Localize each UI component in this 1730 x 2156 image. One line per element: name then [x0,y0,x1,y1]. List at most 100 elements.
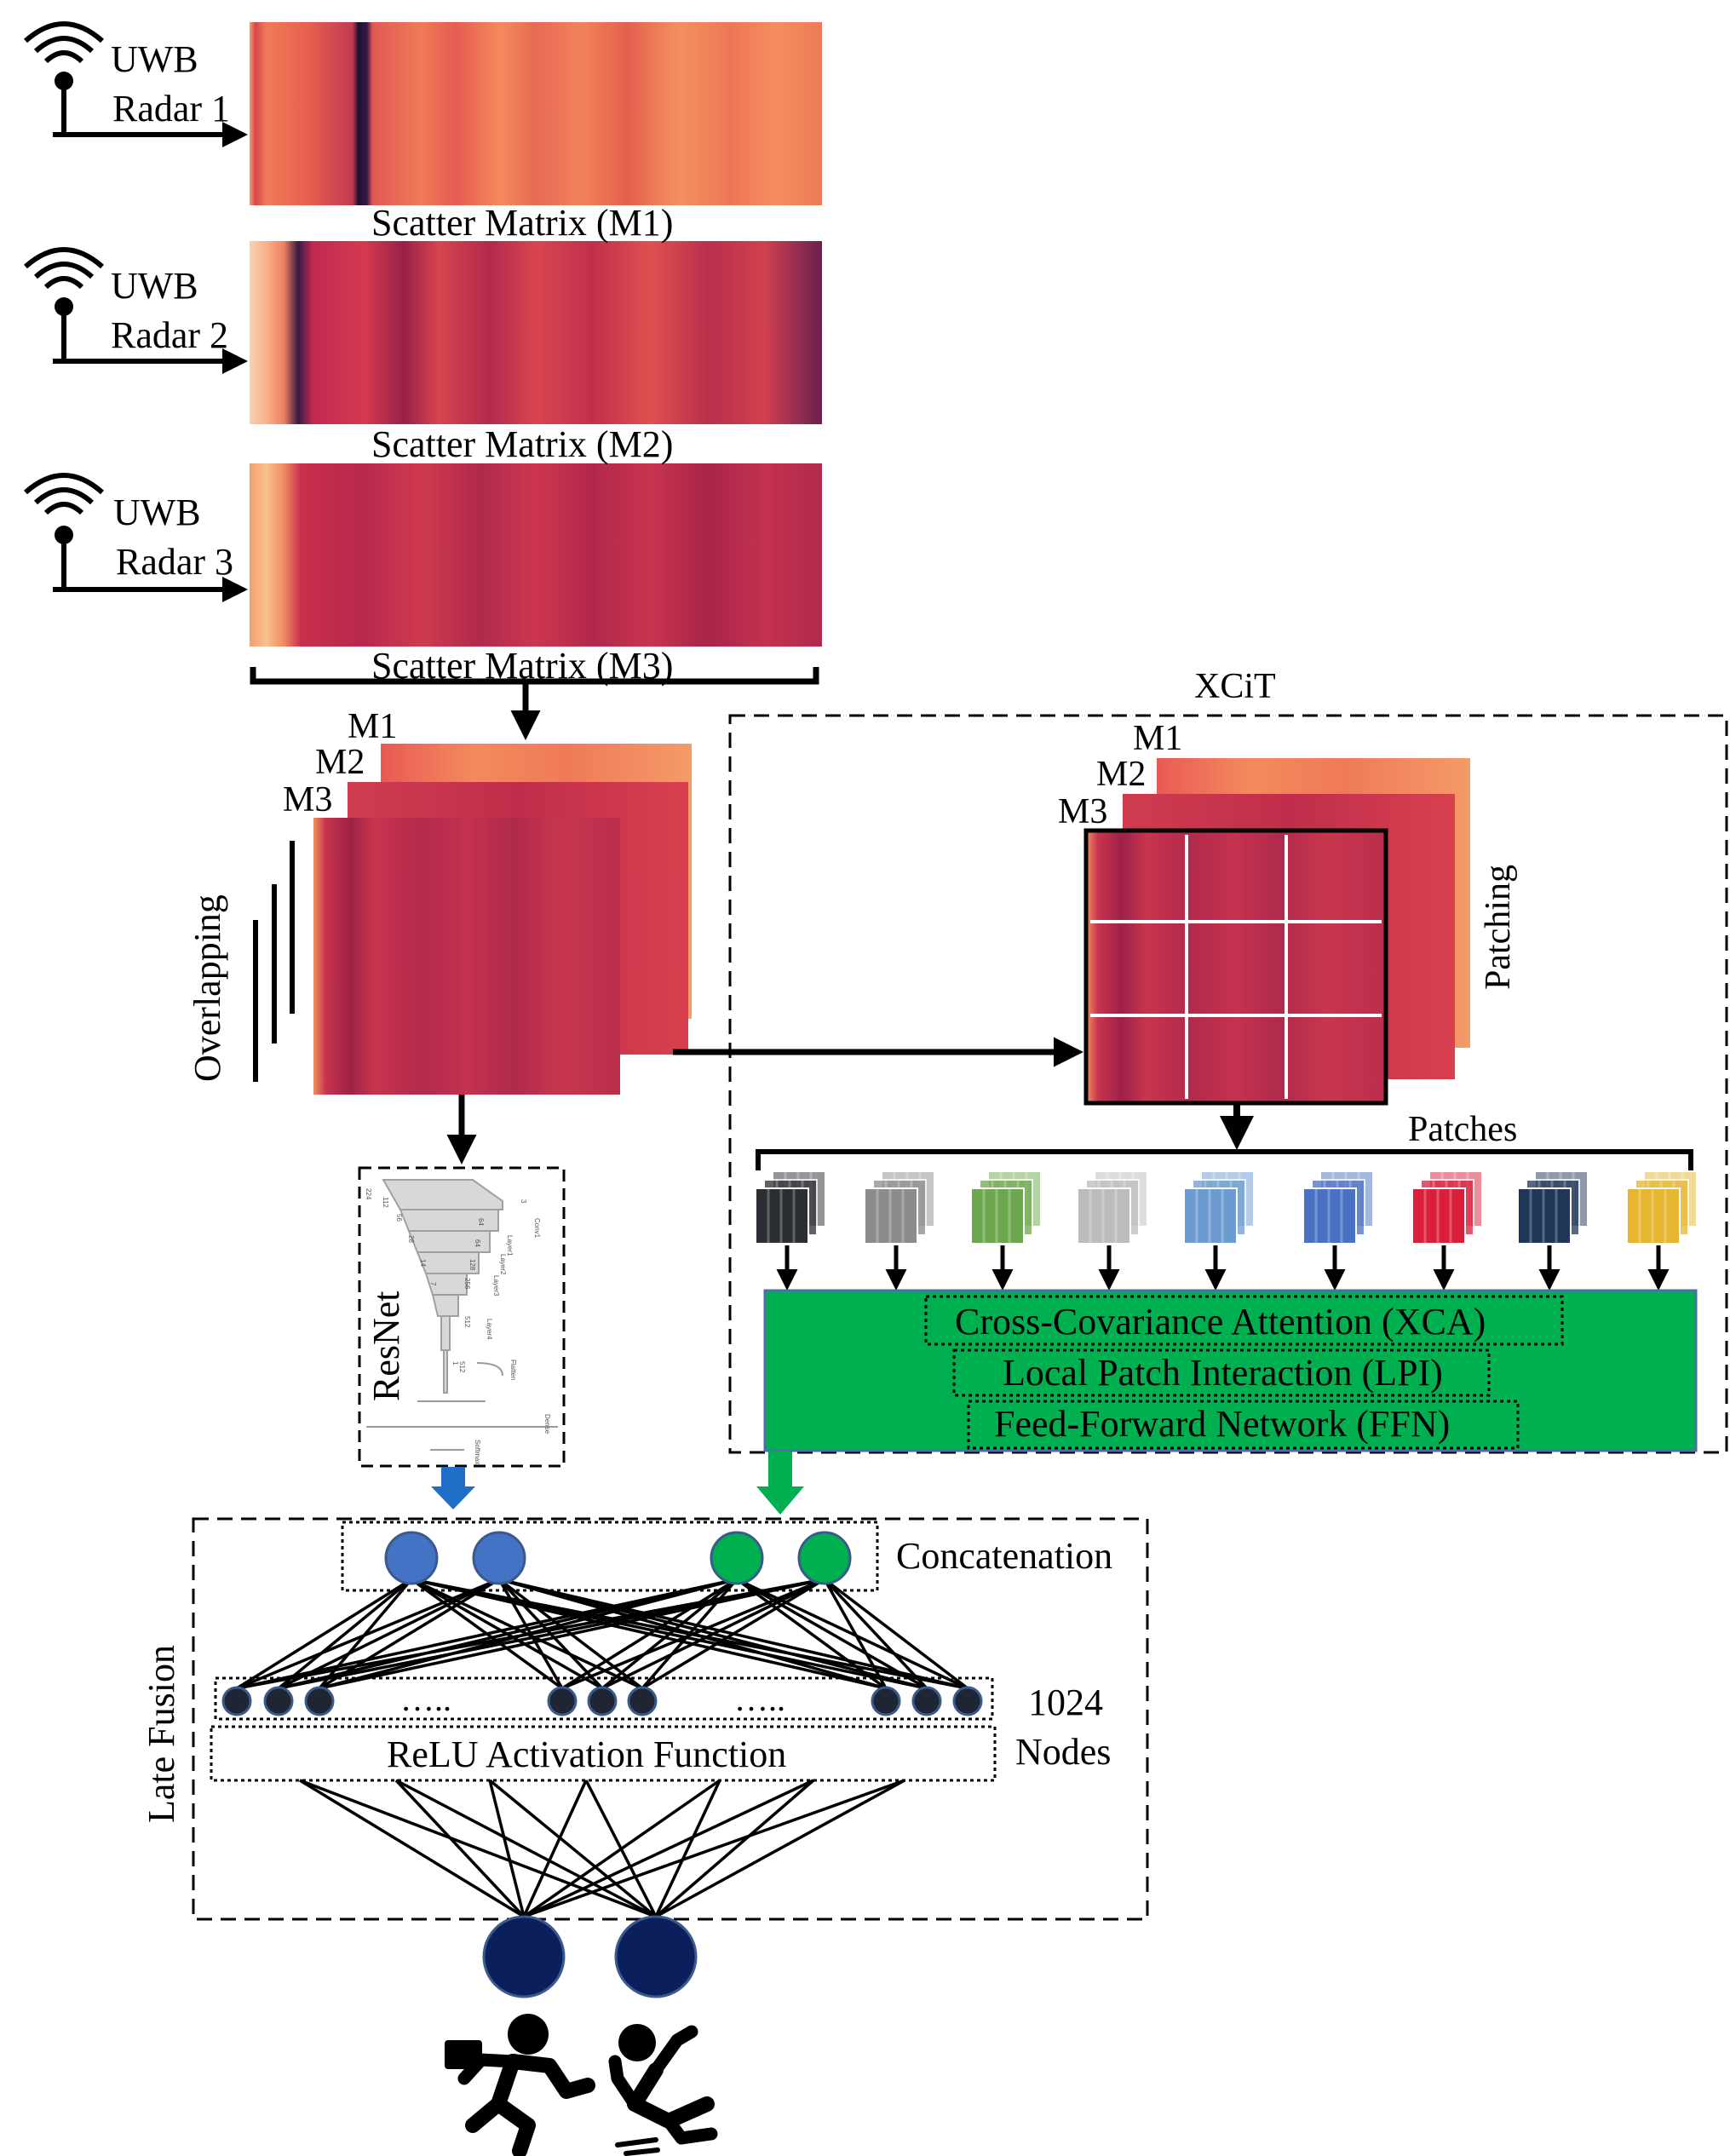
scatter-matrix-m3 [250,463,822,647]
patching-label: Patching [1479,865,1518,990]
scatter-matrix-m3-label: Scatter Matrix (M3) [371,645,674,687]
overlapped-stack [313,744,692,1095]
output-node [482,1915,566,1998]
ffn-label: Feed-Forward Network (FFN) [994,1403,1451,1445]
resnet-dim-text: 1 [451,1361,459,1365]
fusion-edge [736,1578,928,1690]
concatenation-box [341,1521,879,1592]
patches-bracket [756,1149,1693,1170]
antenna-dot [55,72,73,90]
antenna-dot [55,526,73,544]
resnet-dim-text: 512 [463,1316,471,1328]
xca-box [924,1295,1564,1346]
scatter-matrix-m2-label: Scatter Matrix (M2) [371,423,674,465]
patch-tile [1626,1170,1698,1245]
concat-node [710,1531,764,1585]
resnet-sketch [366,1179,558,1451]
fusion-edge [299,1779,525,1918]
fusion-edge [488,1779,658,1918]
xcit-box [728,714,1728,1454]
resnet-sketch-label: Conv1 [533,1218,541,1239]
nodes-count-label: 1024 [1028,1682,1103,1723]
matrices-bracket [250,667,819,685]
fusion-edge [236,1578,412,1690]
output-node [614,1915,698,1998]
scatter-matrix-m2 [250,241,822,424]
patch-tile [755,1170,826,1245]
patch-grid [1090,835,1382,1099]
fusion-edge [823,1578,888,1689]
fusion-edge [278,1578,738,1690]
xcit-stack-m1-label: M1 [1133,719,1183,758]
fusion-edge [736,1578,968,1690]
fusion-edge [823,1578,928,1690]
late-fusion-box [192,1517,1149,1921]
resnet-dim-text: 256 [463,1278,471,1290]
antenna-dot [55,297,73,316]
patch-arrows [776,1245,1670,1291]
patch-tile [1517,1170,1589,1245]
resnet-sketch-label: Layer4 [486,1319,493,1340]
stack-m3-label: M3 [283,780,333,819]
resnet-box [358,1166,566,1468]
hidden-node [547,1686,578,1716]
resnet-dim-text: 56 [395,1214,403,1222]
fusion-edge [655,1779,905,1918]
stack-m1-label: M1 [348,707,398,746]
xcit-stack-m3-label: M3 [1058,792,1108,831]
radar-2-name-label: Radar 2 [111,314,229,356]
fusion-edge [299,1779,657,1918]
late-fusion-label: Late Fusion [141,1645,182,1823]
resnet-dim-text: 512 [458,1361,466,1373]
fusion-edge [395,1779,657,1918]
fusion-edge [561,1578,738,1690]
hidden-ellipsis-right: ….. [734,1680,785,1718]
resnet-dim-text: 14 [419,1259,427,1267]
scatter-matrix-m1 [250,22,822,205]
xcit-layers-block [763,1289,1698,1452]
concat-node [797,1531,852,1585]
lpi-label: Local Patch Interaction (LPI) [1003,1352,1443,1394]
lpi-box [952,1348,1491,1397]
xcit-down-arrow [756,1451,804,1515]
resnet-sketch-label: Dense [543,1414,551,1434]
patch-tile [864,1170,935,1245]
xca-label: Cross-Covariance Attention (XCA) [955,1301,1486,1342]
fusion-edge [277,1578,413,1690]
hidden-node [952,1686,983,1716]
hidden-node [627,1686,658,1716]
fusion-edge [601,1578,825,1690]
resnet-sketch-label: Layer1 [506,1235,514,1256]
fusion-edge [488,1779,526,1917]
patch-tiles [755,1170,1698,1245]
patches-label: Patches [1408,1110,1518,1149]
hidden-node [304,1686,335,1716]
xcit-stack [1083,758,1470,1106]
fusion-edge [319,1578,825,1690]
concatenation-label: Concatenation [896,1535,1113,1577]
hidden-node [263,1686,294,1716]
resnet-dim-text: 64 [477,1218,485,1226]
falling-person-icon [608,2024,718,2156]
ffn-box [967,1400,1520,1450]
concat-node [384,1531,439,1585]
radar-2-group [24,241,822,424]
resnet-dim-text: 7 [429,1282,437,1286]
relu-box [210,1725,997,1782]
fusion-edge [523,1779,814,1918]
antenna-icon [24,473,248,602]
nodes-label: Nodes [1015,1731,1112,1773]
fusion-edge [394,1779,526,1918]
fusion-edge [641,1578,825,1690]
fusion-edge [601,1578,739,1690]
fusion-edge [522,1779,588,1917]
fusion-edge [523,1779,905,1918]
resnet-sketch-label: Flatten [509,1360,517,1380]
fusion-edge [654,1779,815,1918]
patch-tile [970,1170,1042,1245]
resnet-dim-text: 128 [468,1259,476,1271]
xcit-title: XCiT [1194,667,1276,706]
stack-m2-label: M2 [315,743,365,782]
hidden-layer-box [214,1676,994,1721]
running-person-icon [445,2014,595,2156]
